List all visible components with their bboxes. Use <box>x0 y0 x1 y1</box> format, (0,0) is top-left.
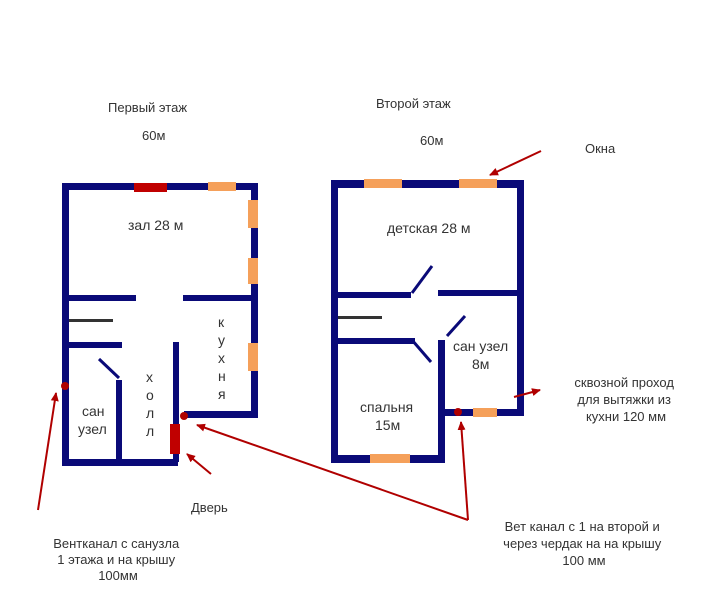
floor1-area: 60м <box>142 128 165 143</box>
floor2-window-top-2 <box>459 179 497 188</box>
floor1-kitchen-letter: к <box>218 314 225 330</box>
floor1-window-right-2 <box>248 258 258 284</box>
floor1-window-top <box>208 182 236 191</box>
windows-label: Окна <box>585 141 616 156</box>
floor2-bath-label: сан узел <box>453 338 508 354</box>
floor1-kitchen-letter: х <box>218 350 225 366</box>
floor2-window-bath <box>473 408 497 417</box>
floor1-wall-kitchen-bottom <box>184 411 258 418</box>
floor2-wall-right <box>517 180 524 416</box>
floor2-wall-mid-right <box>438 290 524 296</box>
passage-line: для вытяжки из <box>577 392 671 407</box>
floor1-title: Первый этаж <box>108 100 187 115</box>
floor1-bath-label: узел <box>78 421 107 437</box>
floor2-vent-dot <box>454 408 462 416</box>
vent2-arrow-floor1 <box>196 423 469 521</box>
floor2-window-top-1 <box>364 179 402 188</box>
floor2-area: 60м <box>420 133 443 148</box>
floor2-wall-bedroom-right <box>438 340 445 463</box>
floor2-bedroom-area: 15м <box>375 417 400 433</box>
floor2-bedroom-door-swing <box>410 339 433 363</box>
floor1-corridor-letter: х <box>146 369 153 385</box>
floor1-window-right-3 <box>248 343 258 371</box>
floor2-plan: Второй этаж 60м детская 28 м сан узел 8м… <box>331 96 524 463</box>
floor1-door-top <box>134 183 167 192</box>
passage-line: сквозной проход <box>574 375 674 390</box>
vent2-line: через чердак на на крышу <box>503 536 662 551</box>
floor1-entrance-door <box>170 424 180 454</box>
floor2-bedroom-label: спальня <box>360 399 413 415</box>
floor1-vent-dot-bath <box>61 382 69 390</box>
floor1-stairs-line <box>69 319 113 322</box>
vent1-label: Вентканал с санузла 1 этажа и на крышу 1… <box>53 536 183 583</box>
vent2-line: 100 мм <box>562 553 605 568</box>
door-label: Дверь <box>191 500 228 515</box>
vent1-line: 100мм <box>98 568 138 583</box>
floor2-wall-left <box>331 180 338 463</box>
floor2-wall-top <box>331 180 524 188</box>
floor1-wall-bath-right <box>116 380 122 464</box>
floor1-kitchen-letter: н <box>218 368 226 384</box>
floor2-wall-bedroom-top <box>331 338 415 344</box>
floor2-wall-mid-left <box>331 292 411 298</box>
vent1-line: Вентканал с санузла <box>53 536 180 551</box>
vent2-line: Вет канал с 1 на второй и <box>505 519 660 534</box>
floor1-bath-label: сан <box>82 403 105 419</box>
windows-arrow <box>489 150 542 176</box>
passage-line: кухни 120 мм <box>586 409 666 424</box>
passage-arrow <box>513 388 541 398</box>
floor1-corridor-letter: л <box>146 423 154 439</box>
floor2-window-bottom <box>370 454 410 463</box>
floor2-bath-door-swing <box>445 314 467 338</box>
annotations: Окна Дверь Вентканал с санузла 1 этажа и… <box>37 141 677 583</box>
floor1-wall-hall-right <box>183 295 258 301</box>
floor1-corridor-letter: л <box>146 405 154 421</box>
floor1-wall-hall-left <box>62 295 136 301</box>
floor1-wall-corridor-right <box>173 342 179 462</box>
floor1-kitchen-letter: я <box>218 386 226 402</box>
floor1-hall-label: зал 28 м <box>128 217 183 233</box>
floor1-window-right-1 <box>248 200 258 228</box>
vent1-line: 1 этажа и на крышу <box>57 552 175 567</box>
floor1-corridor-letter: о <box>146 387 154 403</box>
floor2-kids-label: детская 28 м <box>387 220 471 236</box>
floor1-bath-door-swing <box>97 357 121 380</box>
vent1-arrow <box>37 392 59 511</box>
door-arrow <box>186 453 212 475</box>
floor1-wall-left <box>62 183 69 466</box>
floor2-stairs-line <box>338 316 382 319</box>
floor1-kitchen-letter: у <box>218 332 225 348</box>
floor2-bath-area: 8м <box>472 356 489 372</box>
floor1-wall-bath-top <box>62 342 122 348</box>
floor1-plan: Первый этаж 60м зал 28 м к у х н я <box>61 100 258 466</box>
floor2-title: Второй этаж <box>376 96 451 111</box>
floor2-kids-door-swing <box>410 265 434 294</box>
vent2-label: Вет канал с 1 на второй и через чердак н… <box>503 519 665 568</box>
vent2-arrow-floor2 <box>457 421 469 521</box>
floor1-vent-dot-kitchen <box>180 412 188 420</box>
passage-label: сквозной проход для вытяжки из кухни 120… <box>574 375 677 424</box>
